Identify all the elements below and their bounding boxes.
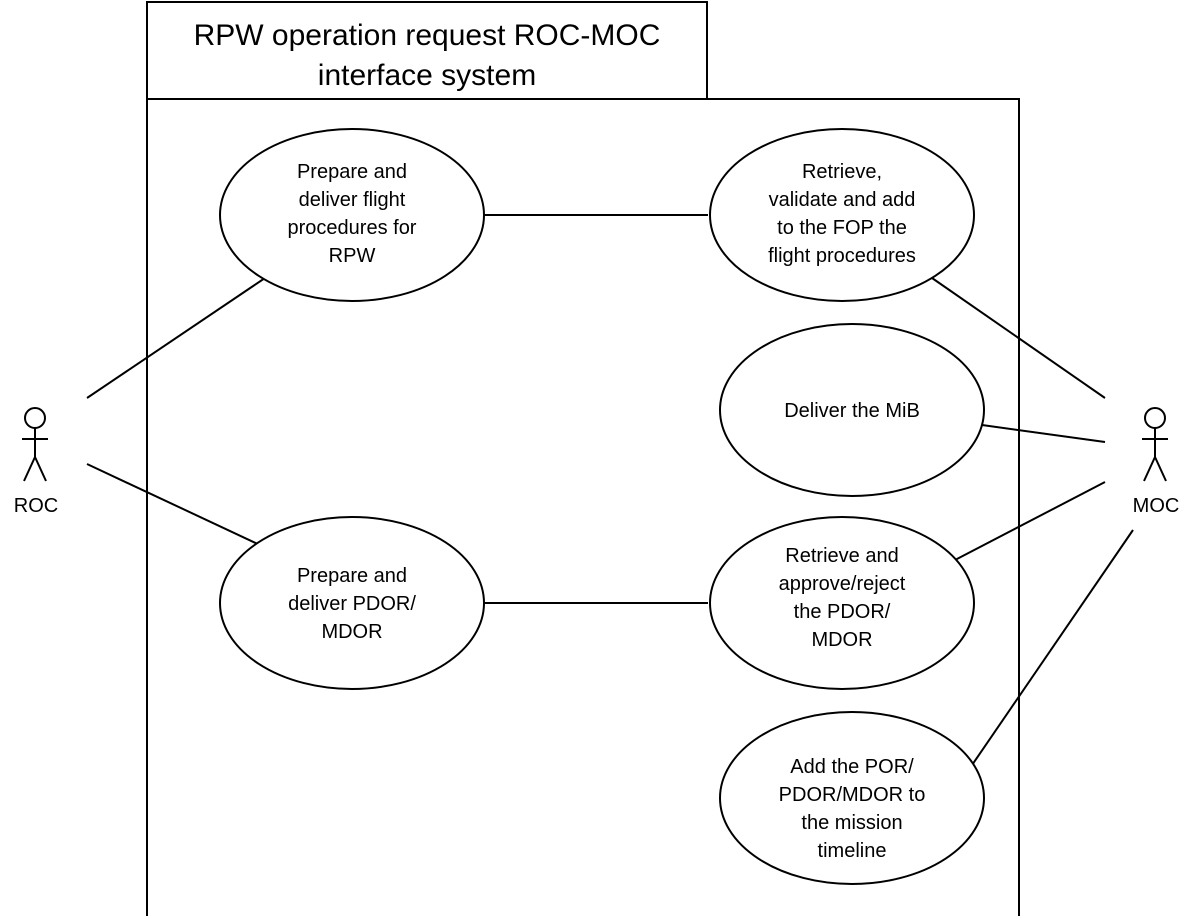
use-case-label: flight procedures bbox=[768, 245, 916, 267]
system-boundary: RPW operation request ROC-MOC interface … bbox=[146, 1, 1020, 921]
association-moc-deliver-mib bbox=[981, 424, 1106, 443]
use-case-label: Deliver the MiB bbox=[784, 400, 920, 422]
use-case-label: timeline bbox=[818, 840, 887, 862]
use-case-prepare-flight-procedures: Prepare and deliver flight procedures fo… bbox=[219, 128, 485, 302]
use-case-label: Retrieve and bbox=[785, 545, 898, 567]
association-moc-retrieve-approve bbox=[954, 481, 1106, 561]
system-box bbox=[146, 98, 1020, 921]
use-case-label: Prepare and bbox=[297, 161, 407, 183]
use-case-label: RPW bbox=[329, 245, 376, 267]
use-case-label: MDOR bbox=[321, 621, 382, 643]
use-case-label: to the FOP the bbox=[777, 217, 907, 239]
use-case-label: deliver flight bbox=[299, 189, 406, 211]
stick-figure-icon bbox=[1142, 407, 1168, 482]
use-case-label: Prepare and bbox=[297, 565, 407, 587]
use-case-label: Retrieve, bbox=[802, 161, 882, 183]
use-case-label: the mission bbox=[801, 812, 902, 834]
use-case-label: validate and add bbox=[769, 189, 916, 211]
actor-moc: MOC bbox=[1133, 407, 1180, 517]
use-case-label: PDOR/MDOR to bbox=[779, 784, 926, 806]
use-case-label: MDOR bbox=[811, 629, 872, 651]
system-title-line-2: interface system bbox=[318, 59, 536, 92]
association-roc-prepare-pdor-mdor bbox=[86, 463, 263, 547]
use-case-label: procedures for bbox=[288, 217, 417, 239]
association-moc-add-por-timeline bbox=[969, 529, 1134, 769]
use-case-retrieve-approve-pdor: Retrieve and approve/reject the PDOR/ MD… bbox=[709, 516, 975, 690]
use-case-add-por-timeline: Add the POR/ PDOR/MDOR to the mission ti… bbox=[719, 711, 985, 885]
use-case-label: the PDOR/ bbox=[794, 601, 891, 623]
system-title-box bbox=[146, 1, 708, 100]
stick-figure-icon bbox=[22, 407, 48, 482]
use-case-label: Add the POR/ bbox=[790, 756, 914, 778]
use-case-retrieve-validate-fop: Retrieve, validate and add to the FOP th… bbox=[709, 128, 975, 302]
associations bbox=[86, 214, 1134, 769]
use-case-deliver-mib: Deliver the MiB bbox=[719, 323, 985, 497]
use-case-label: deliver PDOR/ bbox=[288, 593, 416, 615]
association-roc-prepare-flight-procedures bbox=[86, 277, 266, 399]
association-moc-retrieve-validate bbox=[931, 277, 1106, 399]
actor-moc-label: MOC bbox=[1133, 495, 1180, 517]
use-case-label: approve/reject bbox=[779, 573, 906, 595]
use-case-prepare-pdor-mdor: Prepare and deliver PDOR/ MDOR bbox=[219, 516, 485, 690]
actor-roc-label: ROC bbox=[14, 495, 58, 517]
actor-roc: ROC bbox=[14, 407, 58, 517]
system-title-line-1: RPW operation request ROC-MOC bbox=[194, 19, 661, 52]
